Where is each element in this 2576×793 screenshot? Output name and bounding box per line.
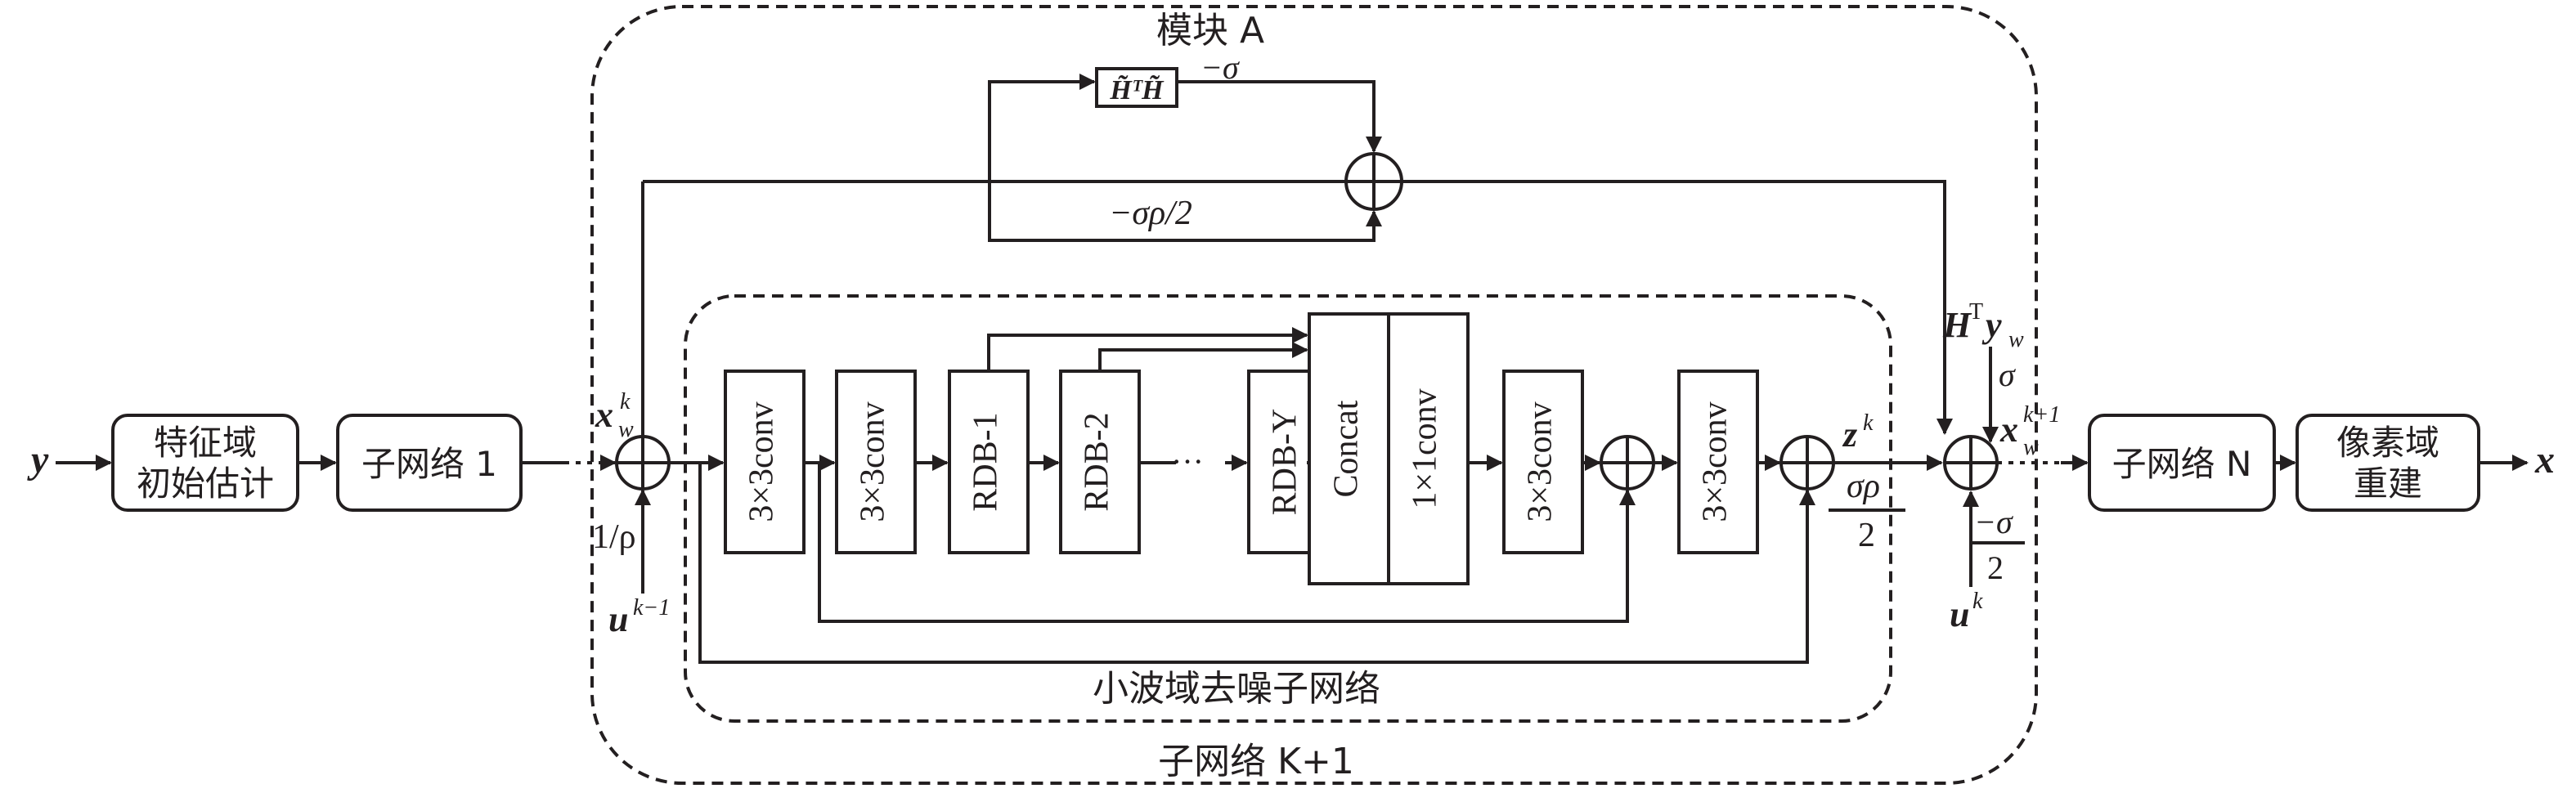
input-y-label: y bbox=[27, 438, 49, 482]
rdb1-skip-to-concat bbox=[987, 327, 1308, 371]
conv3-label-2: 3×3conv bbox=[855, 401, 892, 522]
xkw-sub: w bbox=[618, 417, 634, 442]
sigma-rho-num: σρ bbox=[1847, 468, 1880, 505]
conv3-label-4: 3×3conv bbox=[1697, 401, 1735, 522]
hty-H: H bbox=[1942, 305, 1972, 345]
denoise-subnet-label: 小波域去噪子网络 bbox=[1093, 668, 1380, 710]
uk-label: u bbox=[1950, 594, 1969, 634]
uk-minus1-sup: k−1 bbox=[633, 595, 670, 621]
subnet1-label: 子网络 1 bbox=[361, 444, 497, 484]
hty-sub: w bbox=[2008, 327, 2024, 352]
denoise-subnet-container bbox=[684, 294, 1892, 723]
xk1-label: x bbox=[1999, 410, 2018, 450]
xkw-sup: k bbox=[620, 389, 631, 414]
module-a-container bbox=[590, 5, 2038, 785]
concat-label: Concat bbox=[1328, 400, 1366, 497]
neg-sigma-rho-half-label: −σρ/2 bbox=[1109, 195, 1192, 232]
global-residual-wire bbox=[698, 463, 1815, 664]
xk1-sub: w bbox=[2023, 435, 2039, 460]
module-a-label: 模块 A bbox=[1156, 10, 1264, 52]
conv3-label-3: 3×3conv bbox=[1522, 401, 1560, 522]
pixel-rebuild-line1: 像素域 bbox=[2336, 423, 2439, 463]
pixel-rebuild-line2: 重建 bbox=[2354, 464, 2422, 504]
hth-block bbox=[1095, 67, 1178, 108]
hth-out-wire bbox=[1177, 80, 1382, 153]
feature-init-line2: 初始估计 bbox=[137, 464, 274, 504]
neg-sigma-den: 2 bbox=[1987, 549, 2004, 586]
one-over-rho-label: 1/ρ bbox=[592, 518, 636, 556]
uk-minus1-label: u bbox=[608, 599, 628, 639]
conv3-label-1: 3×3conv bbox=[743, 401, 781, 522]
rdb2-label: RDB-2 bbox=[1079, 412, 1116, 511]
rdb1-label: RDB-1 bbox=[967, 412, 1005, 511]
hth-label: H̃ᵀH̃ bbox=[1109, 75, 1165, 105]
subnet-k1-label: 子网络 K+1 bbox=[1158, 741, 1354, 782]
conv3-block-3 bbox=[1502, 370, 1584, 554]
hty-y: y bbox=[1981, 305, 2002, 345]
rdb2-skip-to-concat bbox=[1098, 342, 1308, 371]
zk-label: z bbox=[1842, 414, 1857, 455]
hth-in-wire bbox=[988, 74, 1096, 181]
xkw-label: x bbox=[595, 395, 613, 435]
conv3-block-2 bbox=[835, 370, 917, 554]
conv3-block-4 bbox=[1677, 370, 1759, 554]
rho-feedback-wire bbox=[988, 181, 1382, 242]
rdb-ellipsis: ··· bbox=[1171, 443, 1204, 480]
rdby-label: RDB-Y bbox=[1267, 409, 1304, 516]
hty-sup: T bbox=[1969, 299, 1983, 325]
output-x-label: x bbox=[2534, 438, 2555, 482]
top-sum-to-out-wire bbox=[1402, 180, 1953, 435]
uk-sup: k bbox=[1972, 589, 1983, 614]
local-residual-wire bbox=[818, 463, 1636, 623]
xk1-sup: k+1 bbox=[2023, 402, 2060, 428]
sigma-label: σ bbox=[1999, 356, 2016, 393]
sigma-rho-den: 2 bbox=[1858, 517, 1875, 554]
neg-sigma-top-label: −σ bbox=[1200, 49, 1240, 86]
subnetN-label: 子网络 N bbox=[2112, 444, 2252, 484]
zk-sup: k bbox=[1863, 410, 1874, 436]
conv1x1-label: 1×1conv bbox=[1407, 388, 1444, 509]
conv3-block-1 bbox=[724, 370, 806, 554]
feature-init-line1: 特征域 bbox=[154, 423, 257, 463]
neg-sigma-num-label: −σ bbox=[1974, 504, 2013, 540]
